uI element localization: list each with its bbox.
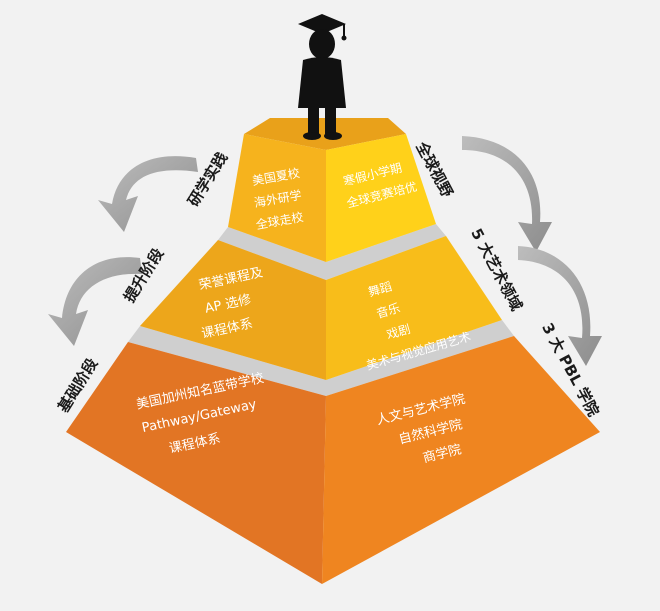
tier-bottom-left-face [66, 342, 326, 584]
graduate-figure-icon [298, 14, 347, 140]
curved-arrow-icon [462, 136, 552, 252]
tier-middle-right-face [326, 236, 502, 380]
curved-arrow-icon [518, 246, 602, 366]
face-text-line: 音乐 [375, 300, 402, 321]
curved-arrow-icon [48, 257, 142, 346]
tier-top-right-face [326, 134, 436, 262]
face-text-line: 舞蹈 [367, 279, 394, 299]
tier-middle-left-face [140, 240, 326, 380]
tier-bottom-right-face [322, 336, 600, 584]
side-label-middle-left: 提升阶段 [120, 245, 167, 305]
tier-gap-upper [218, 224, 446, 280]
tier-top-left-face [228, 134, 326, 262]
top-left-face-text: 美国夏校 海外研学 全球走校 [251, 165, 305, 232]
tier-gap-lower [128, 320, 514, 396]
curved-arrow-icon [98, 156, 198, 232]
face-text-line: 戏剧 [385, 322, 412, 342]
